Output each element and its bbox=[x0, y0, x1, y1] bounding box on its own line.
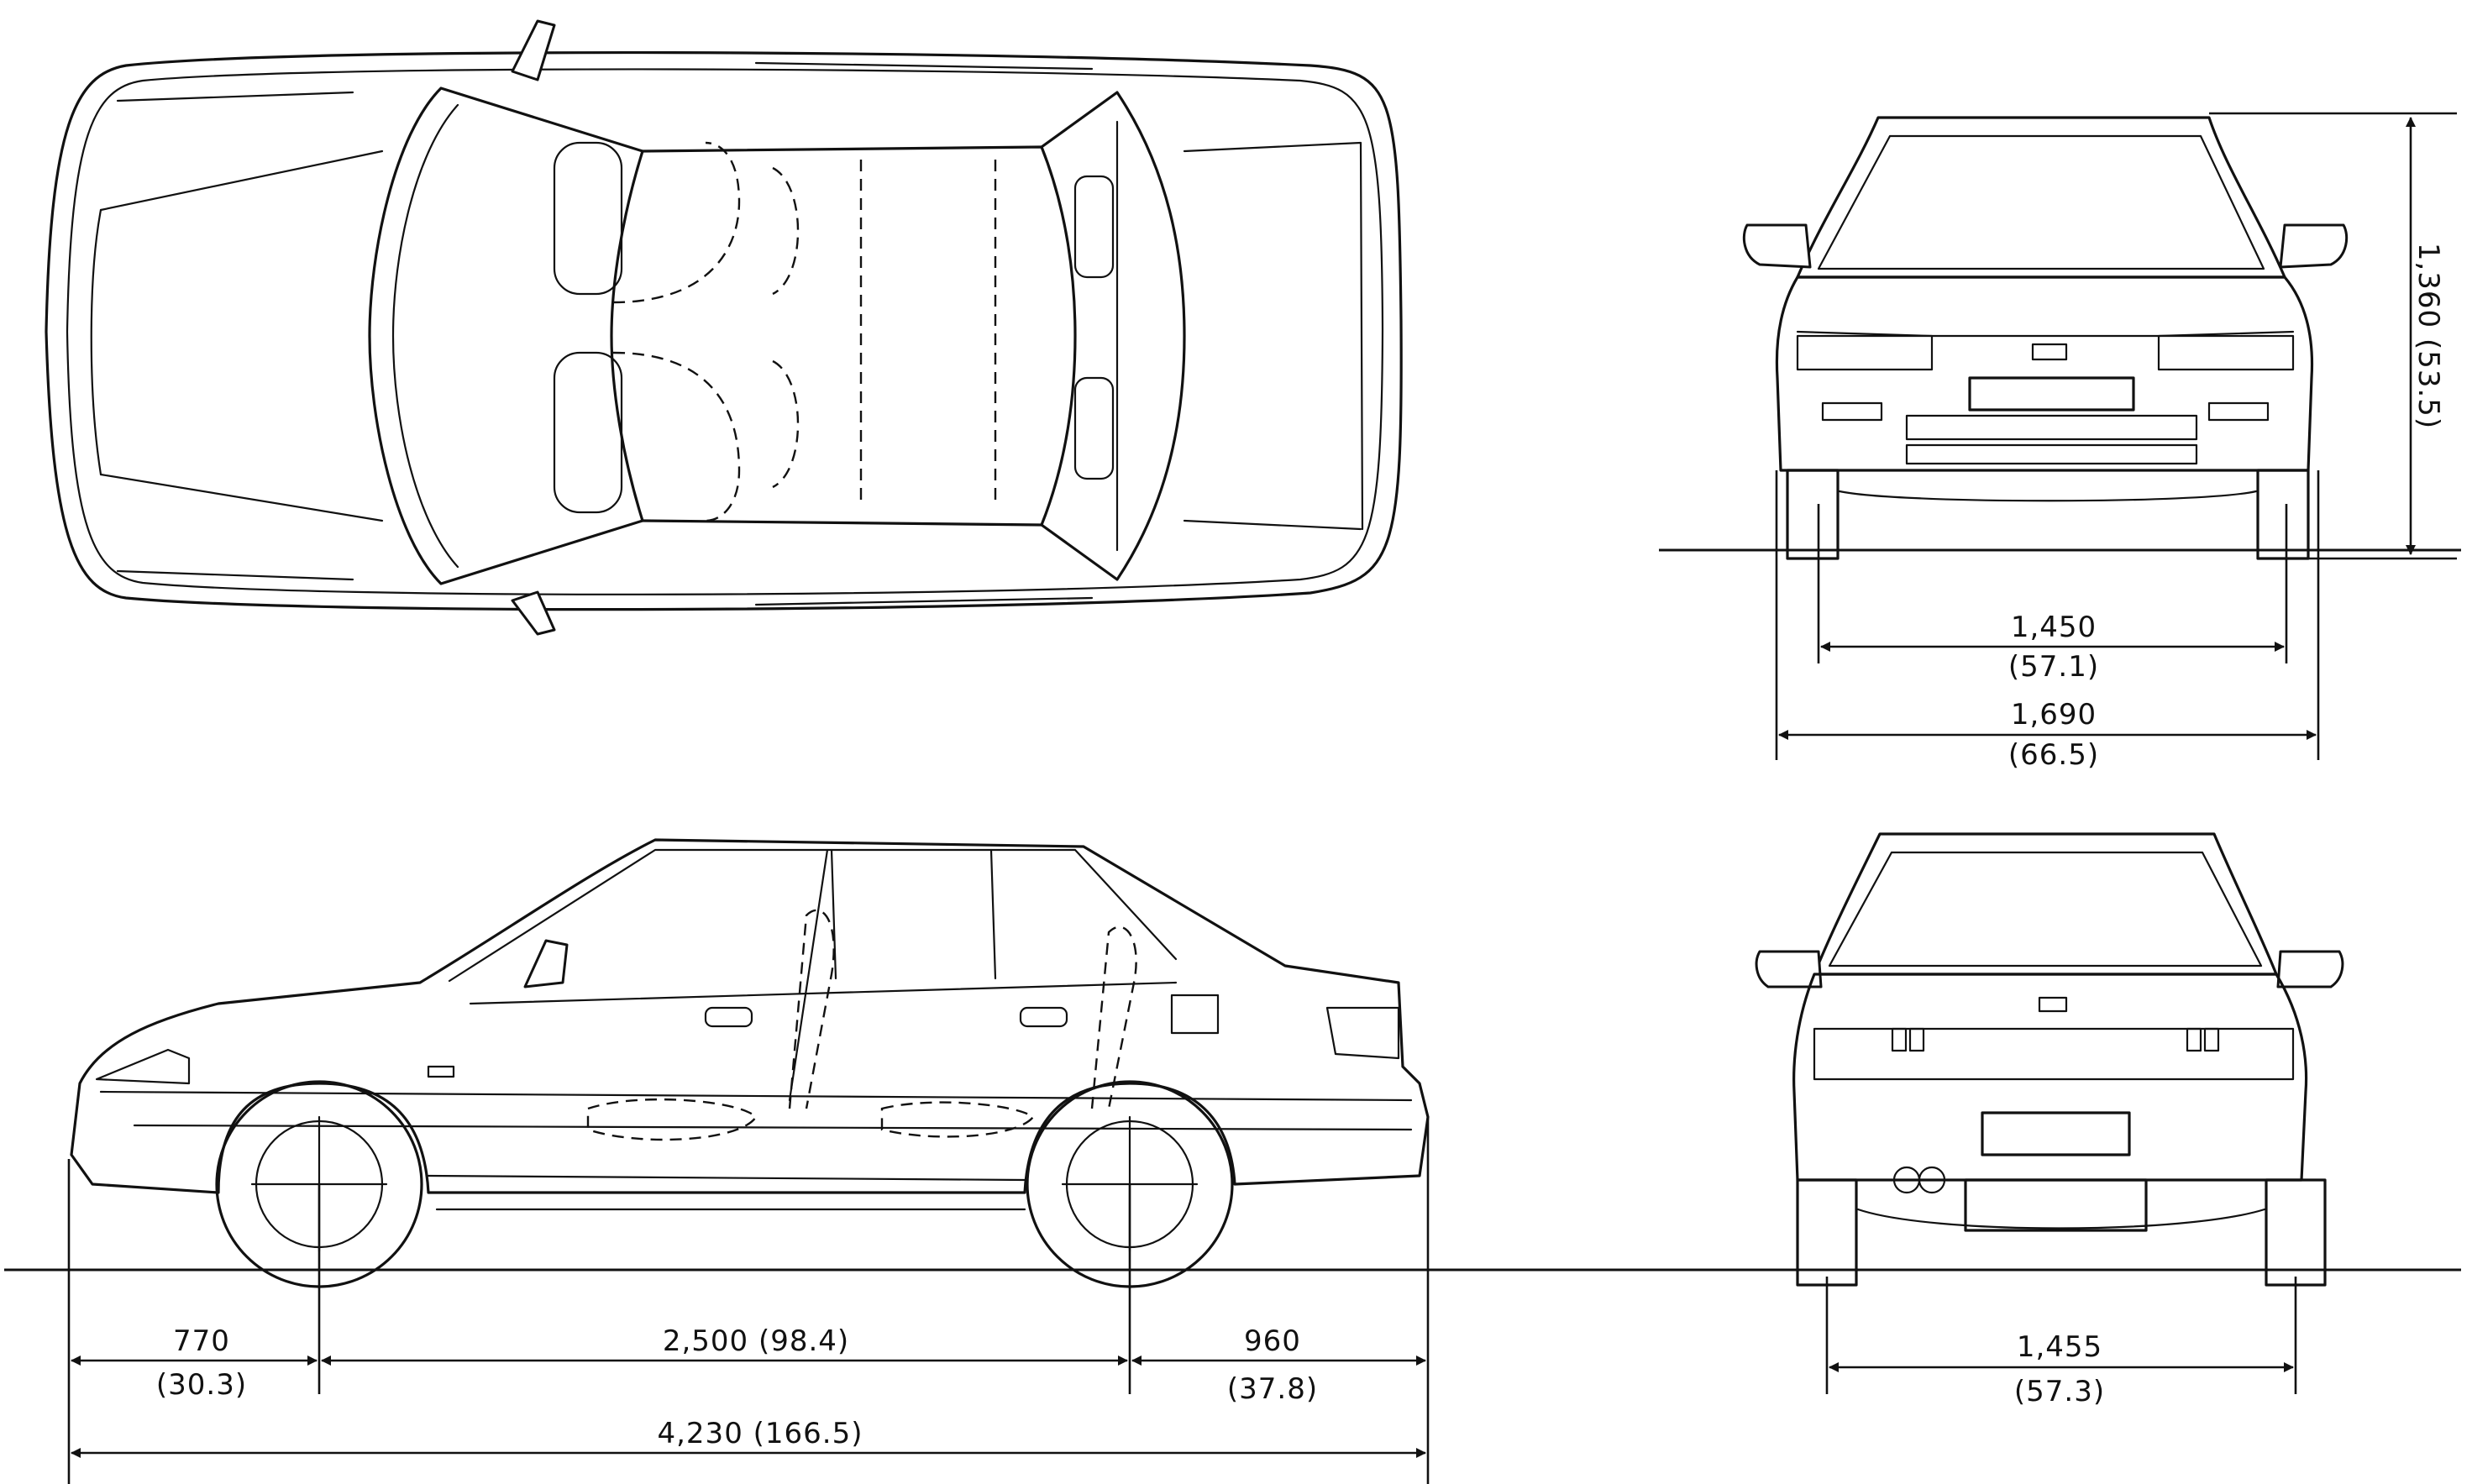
rear-view bbox=[1755, 832, 2344, 1287]
front-track-alt: (57.1) bbox=[2008, 650, 2099, 684]
front-overhang-alt: (30.3) bbox=[156, 1368, 247, 1402]
dimension-lines bbox=[67, 112, 2457, 1484]
rear-overhang-value: 960 bbox=[1244, 1324, 1301, 1358]
side-view bbox=[70, 838, 1430, 1288]
overall-length-label: 4,230 (166.5) bbox=[657, 1417, 863, 1450]
overall-width-value: 1,690 bbox=[2011, 698, 2097, 732]
wheelbase-label: 2,500 (98.4) bbox=[663, 1324, 849, 1358]
top-view bbox=[45, 19, 1403, 636]
front-view bbox=[1742, 116, 2349, 560]
front-track-value: 1,450 bbox=[2011, 611, 2097, 644]
overall-width-alt: (66.5) bbox=[2008, 738, 2099, 772]
overall-height-label: 1,360 (53.5) bbox=[2412, 243, 2445, 429]
rear-overhang-alt: (37.8) bbox=[1227, 1372, 1318, 1406]
ground-lines bbox=[4, 548, 2461, 1272]
rear-track-alt: (57.3) bbox=[2014, 1375, 2105, 1408]
front-overhang-value: 770 bbox=[173, 1324, 230, 1358]
dimension-labels: 1,360 (53.5) 1,450 (57.1) 1,690 (66.5) 7… bbox=[156, 243, 2445, 1450]
rear-track-value: 1,455 bbox=[2017, 1330, 2102, 1364]
